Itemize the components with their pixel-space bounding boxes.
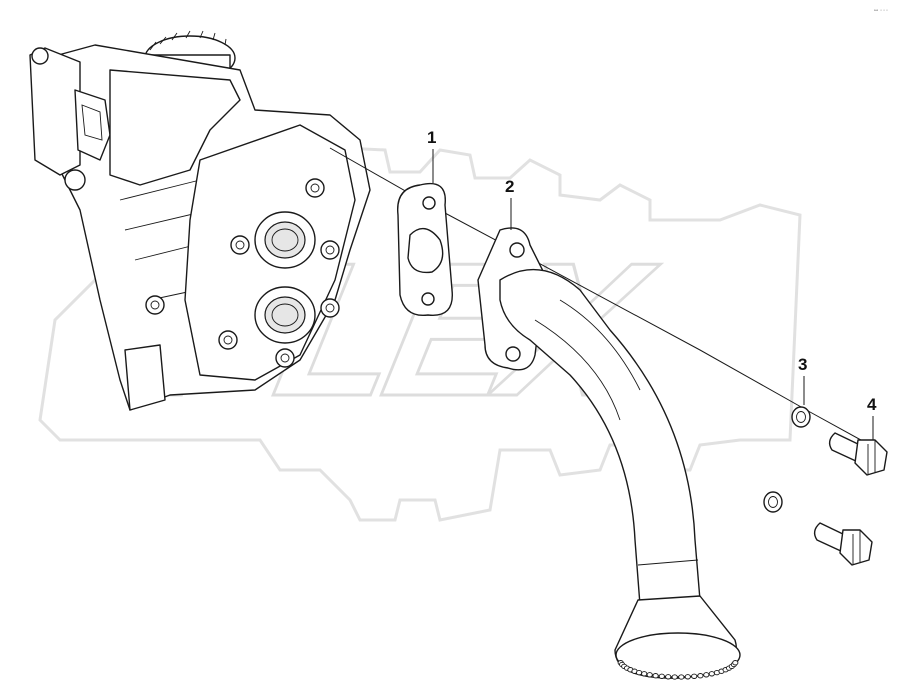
oil-suction-pipe <box>477 227 741 680</box>
corner-mark: ꟷ ◦◦◦ <box>874 8 889 14</box>
washer-secondary <box>763 491 783 513</box>
strainer-hole <box>697 673 704 679</box>
strainer-hole <box>732 660 739 666</box>
strainer-hole <box>708 671 715 677</box>
strainer-hole <box>678 674 685 680</box>
strainer-hole <box>703 672 710 678</box>
strainer-hole <box>665 674 672 680</box>
strainer-hole <box>641 671 648 677</box>
pump-bore-upper <box>254 211 316 269</box>
gasket <box>396 182 453 317</box>
callout-3: 3 <box>798 355 807 405</box>
strainer-hole <box>671 674 678 680</box>
svg-text:1: 1 <box>427 128 436 147</box>
callout-2: 2 <box>505 177 514 230</box>
svg-text:2: 2 <box>505 177 514 196</box>
bolt-secondary <box>813 522 873 566</box>
bolt <box>828 432 888 476</box>
pump-bore-lower <box>254 286 316 344</box>
strainer-hole <box>658 673 665 679</box>
strainer-holes <box>617 660 739 680</box>
callout-1: 1 <box>427 128 436 183</box>
pump-bolt-heads <box>145 178 340 368</box>
strainer-hole <box>652 673 659 679</box>
washer <box>791 406 811 428</box>
oil-pump-housing <box>29 30 371 411</box>
svg-text:3: 3 <box>798 355 807 374</box>
strainer-hole <box>684 674 691 680</box>
strainer-hole <box>636 669 643 676</box>
strainer-hole <box>691 673 698 679</box>
callout-4: 4 <box>867 395 877 440</box>
svg-text:4: 4 <box>867 395 877 414</box>
strainer-hole <box>646 672 653 678</box>
